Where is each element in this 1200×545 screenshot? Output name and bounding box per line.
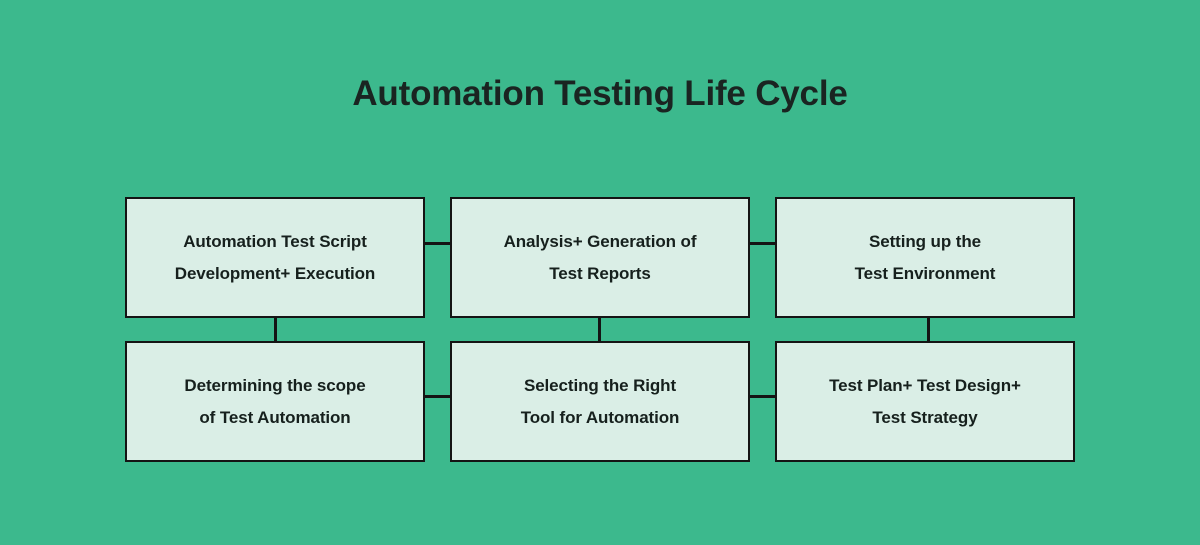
connector-top-left-to-center: [423, 242, 450, 245]
flow-box-label: Test Plan+ Test Design+ Test Strategy: [829, 376, 1021, 427]
flow-box-label: Automation Test Script Development+ Exec…: [174, 232, 376, 283]
connector-column1-top-to-bottom: [274, 316, 277, 342]
flow-box-analysis-generation-reports[interactable]: Analysis+ Generation of Test Reports: [450, 197, 750, 318]
flow-box-selecting-right-tool[interactable]: Selecting the Right Tool for Automation: [450, 341, 750, 462]
flow-box-automation-test-script[interactable]: Automation Test Script Development+ Exec…: [125, 197, 425, 318]
flow-box-label: Selecting the Right Tool for Automation: [520, 376, 680, 427]
page-title: Automation Testing Life Cycle: [352, 74, 848, 113]
flow-box-test-plan-design-strategy[interactable]: Test Plan+ Test Design+ Test Strategy: [775, 341, 1075, 462]
connector-bottom-center-to-right: [748, 395, 775, 398]
flow-box-setting-up-test-environment[interactable]: Setting up the Test Environment: [775, 197, 1075, 318]
connector-top-center-to-right: [748, 242, 775, 245]
flow-box-determining-scope[interactable]: Determining the scope of Test Automation: [125, 341, 425, 462]
flow-box-label: Analysis+ Generation of Test Reports: [503, 232, 697, 283]
flow-box-label: Determining the scope of Test Automation: [184, 376, 366, 427]
connector-bottom-left-to-center: [423, 395, 450, 398]
connector-column2-top-to-bottom: [598, 316, 601, 342]
connector-column3-top-to-bottom: [927, 316, 930, 342]
flow-box-label: Setting up the Test Environment: [854, 232, 996, 283]
